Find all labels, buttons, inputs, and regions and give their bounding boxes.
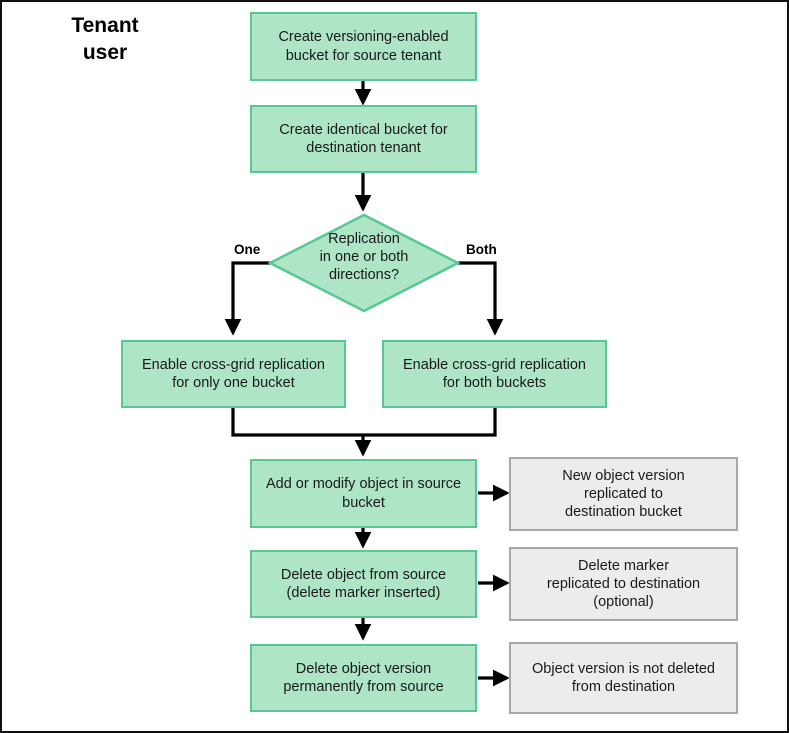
- edge-decision-both-branch: [458, 261, 504, 336]
- node-delete-version-label: Delete object version permanently from s…: [283, 660, 444, 695]
- node-enable-both-buckets-label: Enable cross-grid replication for both b…: [403, 356, 586, 391]
- node-result-not-deleted[interactable]: Object version is not deleted from desti…: [509, 642, 738, 714]
- edge-decision-one-branch: [224, 261, 270, 336]
- node-enable-one-bucket-label: Enable cross-grid replication for only o…: [142, 356, 325, 391]
- edge-label-one: One: [233, 242, 262, 257]
- edge-label-both: Both: [465, 242, 498, 257]
- node-create-identical-bucket[interactable]: Create identical bucket for destination …: [250, 105, 477, 173]
- node-decision-replication-label: Replication in one or both directions?: [319, 231, 409, 284]
- node-result-delete-marker[interactable]: Delete marker replicated to destination …: [509, 547, 738, 621]
- node-create-versioned-bucket[interactable]: Create versioning-enabled bucket for sou…: [250, 12, 477, 81]
- node-result-delete-marker-label: Delete marker replicated to destination …: [546, 557, 701, 611]
- edge-both-buckets-to-merge: [363, 408, 497, 437]
- node-create-identical-bucket-label: Create identical bucket for destination …: [279, 121, 448, 156]
- node-result-new-version-label: New object version replicated to destina…: [562, 467, 685, 521]
- page-title: Tenant user: [71, 14, 139, 65]
- node-delete-object[interactable]: Delete object from source (delete marker…: [250, 550, 477, 618]
- node-add-or-modify-object[interactable]: Add or modify object in source bucket: [250, 459, 477, 528]
- node-decision-replication[interactable]: [268, 213, 460, 313]
- node-result-not-deleted-label: Object version is not deleted from desti…: [532, 660, 715, 695]
- node-result-new-version[interactable]: New object version replicated to destina…: [509, 457, 738, 531]
- node-enable-one-bucket[interactable]: Enable cross-grid replication for only o…: [121, 340, 346, 408]
- edge-one-bucket-to-merge: [231, 408, 363, 437]
- node-delete-object-label: Delete object from source (delete marker…: [280, 566, 447, 601]
- node-add-or-modify-object-label: Add or modify object in source bucket: [265, 476, 462, 511]
- node-enable-both-buckets[interactable]: Enable cross-grid replication for both b…: [382, 340, 607, 408]
- node-create-versioned-bucket-label: Create versioning-enabled bucket for sou…: [278, 29, 449, 64]
- node-delete-version[interactable]: Delete object version permanently from s…: [250, 644, 477, 712]
